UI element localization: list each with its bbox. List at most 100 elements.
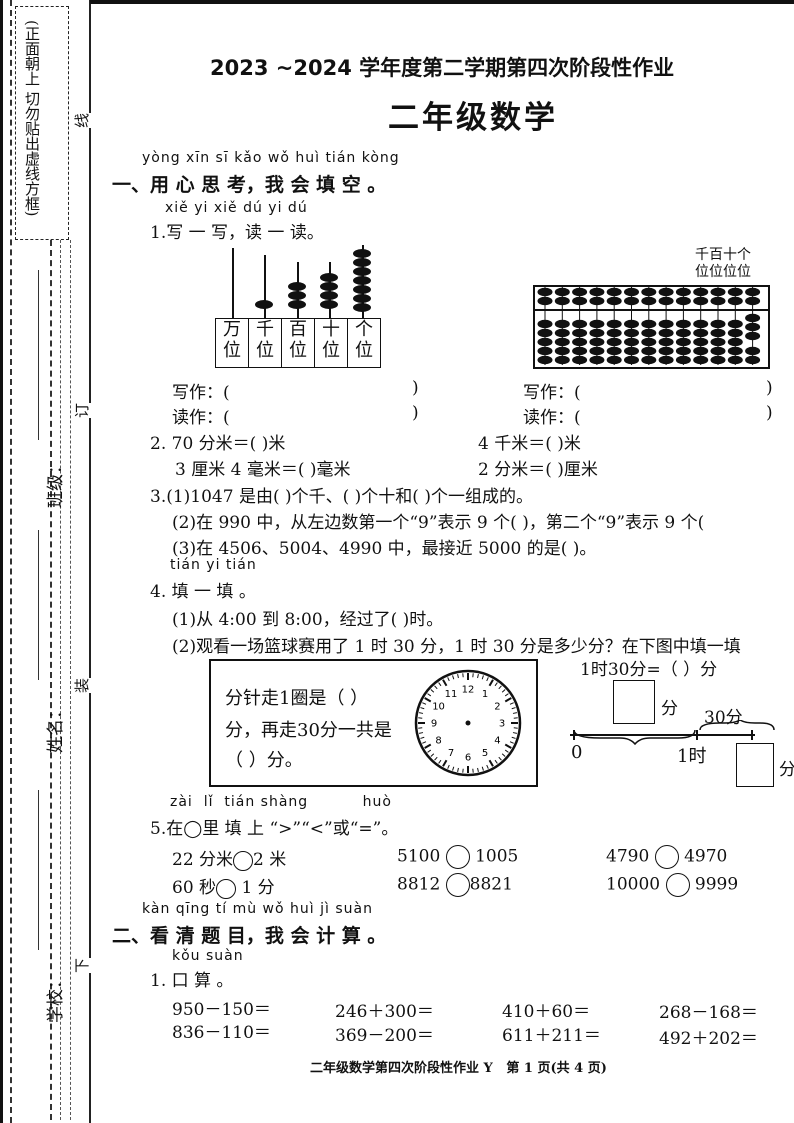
clock-tick [501, 753, 506, 757]
abacus-bead [727, 287, 743, 297]
clock-tick [420, 707, 425, 710]
clock-tick [430, 689, 435, 693]
abacus-bead [710, 346, 726, 356]
margin-dashed-line [10, 0, 12, 1123]
abacus-bead [606, 346, 622, 356]
abacus-bead [572, 355, 588, 365]
abacus-bead [658, 287, 674, 297]
class-field-line[interactable] [38, 270, 39, 440]
abacus-bead [710, 355, 726, 365]
section2-pinyin: kàn qīng tí mù wǒ huì jì suàn [142, 901, 373, 917]
margin-dashed-line [60, 240, 61, 1120]
abacus-bead [606, 296, 622, 306]
abacus-bead [658, 296, 674, 306]
clock-tick [477, 673, 479, 679]
clock-numeral: 4 [494, 736, 500, 747]
abacus-bead [727, 337, 743, 347]
q1-pinyin: xiě yi xiě dú yi dú [165, 200, 308, 216]
name-field-line[interactable] [38, 530, 39, 680]
calc-item: 246＋300＝ [335, 1002, 434, 1022]
page-title: 2023 ~2024 学年度第二学期第四次阶段性作业 [210, 56, 675, 80]
section2-q1-text: 1. 口 算 。 [150, 971, 234, 991]
write-close-2: ) [766, 378, 773, 398]
margin-mark-xian: 线 [71, 112, 93, 129]
abacus-bead [727, 346, 743, 356]
abacus-bead [572, 346, 588, 356]
compare-item-4: 60 秒 1 分 [172, 878, 275, 899]
q2-b: 4 千米＝( )米 [478, 434, 581, 454]
clock-tick [501, 689, 506, 693]
abacus-bead [675, 328, 691, 338]
notice-box [15, 6, 69, 240]
abacus-bead [641, 296, 657, 306]
compare-circle[interactable] [654, 845, 679, 869]
compare-item-3: 4790 4970 [606, 845, 727, 869]
abacus-bead [589, 296, 605, 306]
q5-text: 5.在◯里 填 上 “>”“<”或“=”。 [150, 819, 399, 839]
abacus-bead [641, 319, 657, 329]
abacus-bead [537, 296, 553, 306]
diagram-answer-box-2[interactable] [736, 743, 774, 787]
abacus-bead [537, 355, 553, 365]
abacus-bead [641, 287, 657, 297]
abacus-bead [658, 319, 674, 329]
clock-tick [422, 741, 427, 744]
abacus-bead [745, 313, 761, 323]
calc-item: 410＋60＝ [502, 1002, 591, 1022]
margin-dashed-line [70, 240, 71, 1120]
abacus-bead [693, 296, 709, 306]
abacus-bead [675, 287, 691, 297]
diagram-answer-box[interactable] [613, 680, 655, 724]
clock-box-line2: 分，再走30分一共是 [225, 720, 392, 741]
abacus-bead [727, 328, 743, 338]
abacus-bead [693, 319, 709, 329]
clock-numeral: 11 [445, 689, 458, 700]
abacus-bead [589, 355, 605, 365]
abacus-bead [537, 337, 553, 347]
abacus-label-qian: 千 位 [248, 318, 282, 368]
section1-title: 一、用 心 思 考，我 会 填 空 。 [112, 174, 387, 196]
notice-text: (正面朝上 切勿贴出虚线方框) [23, 20, 41, 217]
abacus-bead [745, 331, 761, 341]
compare-circle[interactable] [665, 873, 690, 897]
clock-tick [477, 767, 479, 773]
clock-numeral: 8 [435, 736, 441, 747]
abacus-bead [727, 296, 743, 306]
q3-a: 3.(1)1047 是由( )个千、( )个十和( )个一组成的。 [150, 487, 533, 507]
diagram-zero: 0 [571, 742, 583, 763]
school-field-line[interactable] [38, 790, 39, 950]
abacus-bead [693, 328, 709, 338]
clock-tick [438, 759, 442, 764]
compare-circle[interactable] [233, 850, 254, 871]
abacus2-labels: 千百十个 位位位位 [695, 247, 751, 280]
abacus-bead [727, 319, 743, 329]
section2-q1-pinyin: kǒu suàn [172, 948, 244, 964]
abacus-bead [710, 337, 726, 347]
compare-circle[interactable] [445, 845, 470, 869]
clock-tick [511, 736, 516, 739]
abacus-bead [537, 287, 553, 297]
compare-circle[interactable] [445, 873, 470, 897]
abacus-bead [745, 355, 761, 365]
abacus-bead [745, 346, 761, 356]
abacus-bead [624, 337, 639, 347]
clock-tick [512, 732, 518, 734]
abacus-bead [624, 328, 639, 338]
abacus2-beads [537, 287, 761, 365]
abacus-bead [554, 319, 570, 329]
diagram-lines [570, 720, 775, 746]
abacus-bead [624, 355, 639, 365]
abacus-bead [606, 287, 622, 297]
calc-item: 492＋202＝ [659, 1029, 758, 1049]
clock-tick [504, 743, 512, 749]
compare-circle[interactable] [216, 878, 237, 899]
abacus-bead [537, 328, 553, 338]
calc-item: 611＋211＝ [502, 1026, 601, 1046]
abacus-bead [693, 355, 709, 365]
abacus-label-bai: 百 位 [281, 318, 315, 368]
abacus-bead [658, 328, 674, 338]
abacus-bead [641, 328, 657, 338]
class-label: 班级： [46, 457, 66, 508]
abacus-bead [745, 296, 761, 306]
